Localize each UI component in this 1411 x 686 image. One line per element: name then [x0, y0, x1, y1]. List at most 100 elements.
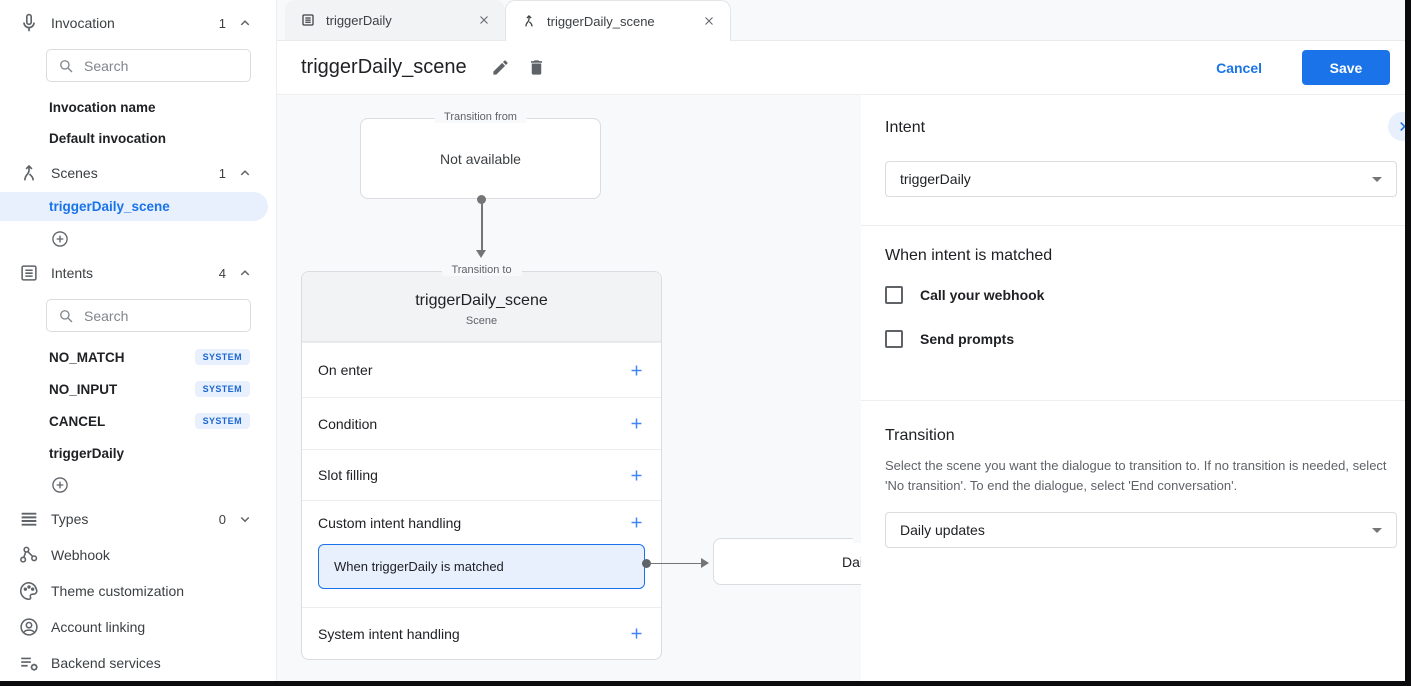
- scene-node-card: Transition to triggerDaily_scene Scene O…: [301, 264, 662, 660]
- divider: [861, 400, 1405, 401]
- row-on-enter[interactable]: On enter: [302, 342, 661, 397]
- chevron-up-icon[interactable]: [236, 164, 254, 182]
- row-label: Condition: [318, 415, 378, 432]
- section-label: Scenes: [51, 165, 98, 181]
- add-scene-button[interactable]: [50, 229, 70, 249]
- row-slot-filling[interactable]: Slot filling: [302, 449, 661, 500]
- connector-dot: [642, 559, 651, 568]
- sidebar-item-backend-services[interactable]: Backend services: [0, 650, 276, 676]
- add-icon[interactable]: [628, 467, 645, 484]
- row-label: On enter: [318, 362, 373, 378]
- sidebar-item-account-linking[interactable]: Account linking: [0, 614, 276, 640]
- add-icon[interactable]: [628, 415, 645, 432]
- intents-search: [46, 299, 251, 332]
- sidebar-section-invocation[interactable]: Invocation 1: [0, 10, 276, 36]
- add-icon[interactable]: [628, 625, 645, 642]
- section-label: Invocation: [51, 15, 115, 31]
- row-label: Custom intent handling: [318, 514, 462, 531]
- sidebar-item-cancel[interactable]: CANCEL SYSTEM: [0, 410, 276, 432]
- link-label: Account linking: [51, 619, 146, 635]
- sidebar-item-no-match[interactable]: NO_MATCH SYSTEM: [0, 346, 276, 368]
- scene-tab-icon: [521, 13, 537, 29]
- add-icon[interactable]: [628, 514, 645, 531]
- call-webhook-checkbox-row[interactable]: Call your webhook: [885, 286, 1044, 304]
- intent-tab-icon: [300, 12, 316, 28]
- chevron-up-icon[interactable]: [236, 14, 254, 32]
- microphone-icon: [18, 12, 40, 34]
- scene-header: triggerDaily_scene Cancel Save: [277, 41, 1405, 95]
- dropdown-caret-icon: [1372, 176, 1382, 182]
- add-icon[interactable]: [628, 362, 645, 379]
- section-count: 1: [218, 165, 226, 181]
- transition-select[interactable]: Daily updates: [885, 512, 1397, 548]
- sidebar-item-invocation-name[interactable]: Invocation name: [49, 100, 156, 115]
- intent-name: NO_INPUT: [49, 381, 118, 397]
- search-icon: [57, 307, 75, 325]
- checkbox-label: Send prompts: [920, 331, 1015, 347]
- edit-pencil-icon[interactable]: [491, 58, 510, 77]
- intent-select-value: triggerDaily: [900, 171, 971, 187]
- save-button[interactable]: Save: [1302, 50, 1390, 85]
- handler-label: When triggerDaily is matched: [334, 559, 504, 574]
- chevron-up-icon[interactable]: [236, 264, 254, 282]
- sidebar-item-triggerdaily-scene[interactable]: triggerDaily_scene: [0, 192, 268, 221]
- sidebar-item-default-invocation[interactable]: Default invocation: [49, 131, 167, 146]
- row-condition[interactable]: Condition: [302, 397, 661, 449]
- divider: [861, 225, 1405, 226]
- intent-name: NO_MATCH: [49, 349, 125, 365]
- connector-arrowhead: [701, 558, 709, 568]
- transition-heading: Transition: [885, 427, 955, 444]
- transition-to-legend: Transition to: [441, 264, 522, 276]
- invocation-search-input[interactable]: [84, 57, 240, 74]
- chevron-down-icon[interactable]: [236, 510, 254, 528]
- add-intent-button[interactable]: [50, 475, 70, 495]
- search-icon: [57, 57, 75, 75]
- scenes-icon: [18, 162, 40, 184]
- custom-intent-handling-label-row[interactable]: Custom intent handling: [318, 501, 645, 544]
- intent-select[interactable]: triggerDaily: [885, 161, 1397, 197]
- close-tab-icon[interactable]: [702, 14, 716, 28]
- handler-when-triggerdaily-matched[interactable]: When triggerDaily is matched: [318, 544, 645, 589]
- link-label: Theme customization: [51, 583, 185, 599]
- transition-select-value: Daily updates: [900, 522, 985, 538]
- account-icon: [18, 616, 40, 638]
- tab-triggerdaily-scene[interactable]: triggerDaily_scene: [505, 0, 731, 41]
- close-tab-icon[interactable]: [477, 13, 491, 27]
- row-custom-intent-handling: Custom intent handling When triggerDaily…: [302, 500, 661, 607]
- collapse-panel-button[interactable]: [1388, 112, 1405, 141]
- row-system-intent-handling[interactable]: System intent handling: [302, 607, 661, 659]
- intent-editor-panel: Intent triggerDaily When intent is match…: [861, 95, 1405, 681]
- sidebar-item-webhook[interactable]: Webhook: [0, 542, 276, 568]
- scene-canvas: Transition from Not available Transition…: [277, 95, 861, 681]
- checkbox-unchecked[interactable]: [885, 286, 903, 304]
- sidebar-section-intents[interactable]: Intents 4: [0, 260, 276, 286]
- chevron-right-icon: [1394, 118, 1405, 135]
- window-edge-bottom: [0, 681, 1411, 686]
- connector-line: [649, 562, 702, 564]
- intent-name: triggerDaily: [49, 445, 125, 461]
- delete-trash-icon[interactable]: [527, 58, 546, 77]
- system-badge: SYSTEM: [194, 413, 250, 429]
- send-prompts-checkbox-row[interactable]: Send prompts: [885, 330, 1014, 348]
- section-count: 1: [218, 15, 226, 31]
- sidebar-item-no-input[interactable]: NO_INPUT SYSTEM: [0, 378, 276, 400]
- checkbox-label: Call your webhook: [920, 287, 1045, 303]
- tab-triggerdaily[interactable]: triggerDaily: [285, 0, 505, 40]
- checkbox-unchecked[interactable]: [885, 330, 903, 348]
- transition-from-box: Transition from Not available: [360, 111, 601, 199]
- palette-icon: [18, 580, 40, 602]
- webhook-icon: [18, 544, 40, 566]
- intent-name: CANCEL: [49, 413, 106, 429]
- intents-search-input[interactable]: [84, 307, 240, 324]
- invocation-search: [46, 49, 251, 82]
- sidebar-section-scenes[interactable]: Scenes 1: [0, 160, 276, 186]
- types-icon: [18, 508, 40, 530]
- transition-target-node[interactable]: Transition to Daily updates: [713, 531, 861, 585]
- sidebar-item-theme-customization[interactable]: Theme customization: [0, 578, 276, 604]
- sidebar-item-triggerdaily[interactable]: triggerDaily: [0, 442, 276, 464]
- target-scene-name: Daily updates: [842, 553, 861, 570]
- sidebar-section-types[interactable]: Types 0: [0, 506, 276, 532]
- cancel-button[interactable]: Cancel: [1198, 52, 1280, 84]
- transition-description: Select the scene you want the dialogue t…: [885, 458, 1387, 494]
- section-count: 0: [218, 511, 226, 527]
